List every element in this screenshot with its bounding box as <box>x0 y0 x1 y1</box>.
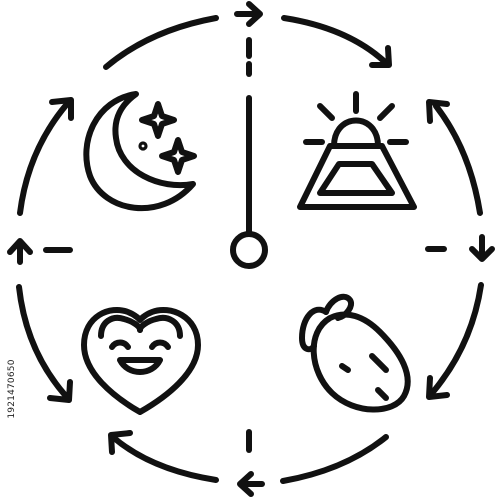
arrow-left-lower-icon <box>47 379 73 403</box>
arrow-right-middle-icon <box>425 234 495 262</box>
arrow-bottom-center-icon <box>237 471 265 497</box>
arc-top-right <box>281 15 388 65</box>
arc-left-lower <box>16 284 68 398</box>
arrow-right-lower-icon <box>426 375 450 400</box>
arc-right-upper <box>433 103 483 216</box>
sunrise-pyramid-icon <box>297 91 417 210</box>
arc-bottom-left <box>111 435 219 483</box>
arc-top-left <box>103 15 219 70</box>
smiling-heart-icon <box>81 307 201 415</box>
arrow-bottom-left-icon <box>108 430 133 455</box>
arrow-left-upper-icon <box>49 97 74 121</box>
clock-hand-icon <box>230 95 268 269</box>
arrow-top-right-icon <box>369 45 392 68</box>
arc-right-lower <box>430 282 484 395</box>
cucumber-icon <box>299 293 411 413</box>
arc-left-upper <box>17 101 70 216</box>
arrow-right-upper-icon <box>426 99 450 124</box>
arrow-top-center-icon <box>234 1 263 27</box>
arc-bottom-right <box>280 434 389 484</box>
stock-id-label: 1921470650 <box>7 359 17 419</box>
cycle-ring <box>7 1 495 497</box>
moon-stars-icon <box>83 91 197 212</box>
arrow-left-middle-icon <box>7 238 73 265</box>
